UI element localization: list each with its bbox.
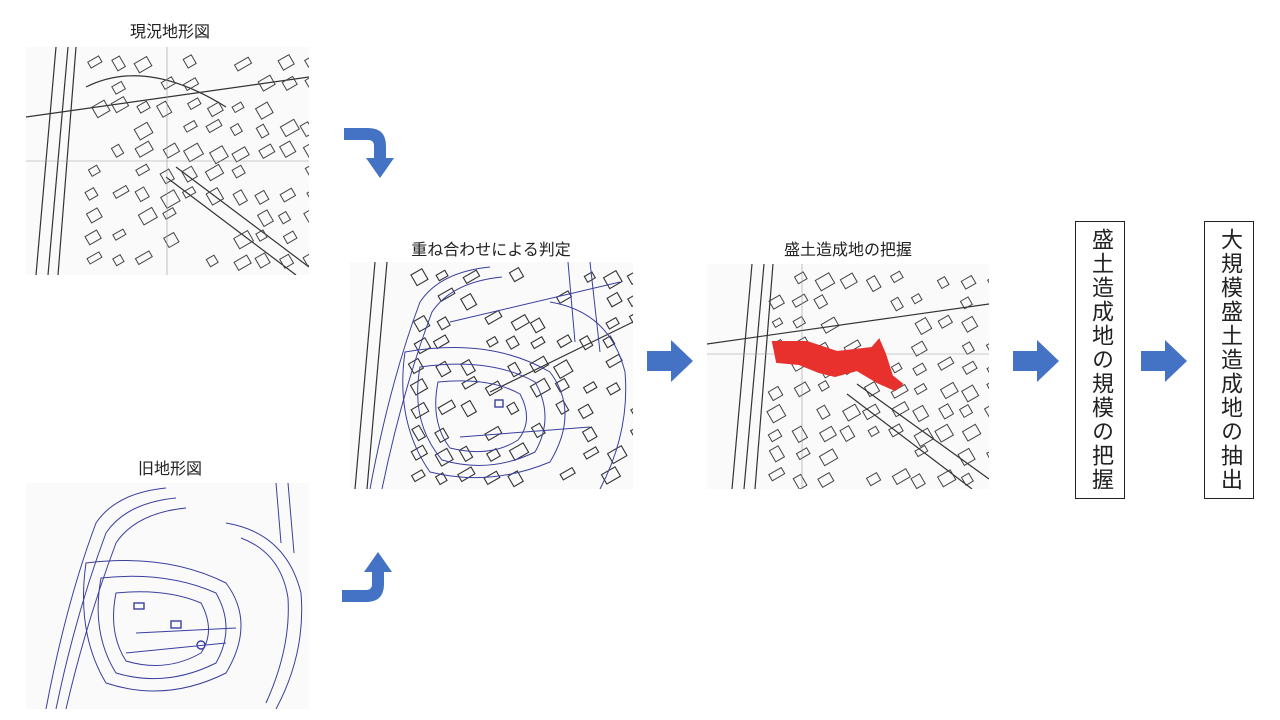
overlay-map-graphic [354,262,633,489]
curved-arrow-down-icon [344,128,394,178]
extract-box: 大規模盛土造成地の抽出 [1204,221,1254,499]
old-map-caption: 旧地形図 [137,459,202,478]
old-map-graphic [45,483,303,709]
right-arrow-icon-3 [1141,340,1187,382]
current-map-image [26,47,309,275]
overlay-map-image [350,262,633,489]
old-map-image [26,483,309,709]
current-map-caption: 現況地形図 [129,22,210,41]
fill-area-region [771,338,904,392]
fill-grasp-caption: 盛土造成地の把握 [783,240,912,259]
scale-grasp-box: 盛土造成地の規模の把握 [1075,221,1125,499]
right-arrow-icon-2 [1013,340,1059,382]
right-arrow-icon-1 [647,340,693,382]
fill-area-map-image [707,264,989,489]
curved-arrow-up-icon [342,552,392,602]
overlay-caption: 重ね合わせによる判定 [411,240,571,259]
extract-text: 大規模盛土造成地の抽出 [1217,228,1242,492]
fill-area-map-graphic [707,264,989,489]
current-map-graphic [26,47,309,275]
scale-grasp-text: 盛土造成地の規模の把握 [1088,228,1113,492]
